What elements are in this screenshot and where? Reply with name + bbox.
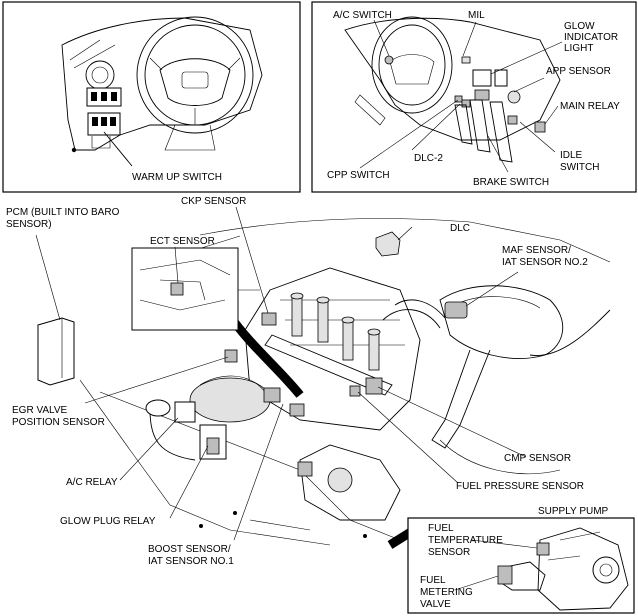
ckp-sensor-label: CKP SENSOR <box>181 196 246 207</box>
mil-label: MIL <box>468 10 485 21</box>
dlc2-label: DLC-2 <box>414 153 443 164</box>
supply-pump-inset: SUPPLY PUMP FUEL TEMPERATURE SENSOR FUEL… <box>407 506 635 614</box>
cmp-sensor-label: CMP SENSOR <box>504 453 571 464</box>
fuel-metering-label-2: METERING <box>420 587 473 598</box>
boost-sensor-label-2: IAT SENSOR NO.1 <box>148 556 234 567</box>
idle-switch-label-1: IDLE <box>560 150 583 161</box>
maf-sensor-label-1: MAF SENSOR/ <box>502 245 571 256</box>
brake-switch-label: BRAKE SWITCH <box>473 177 549 188</box>
idle-switch-label-2: SWITCH <box>560 162 599 173</box>
fuel-metering-label-1: FUEL <box>420 575 446 586</box>
pcm-label-1: PCM (BUILT INTO BARO <box>6 207 120 218</box>
warm-up-switch-panel: WARM UP SWITCH <box>2 1 301 193</box>
cabin-switches-panel: A/C SWITCH MIL GLOW INDICATOR LIGHT APP … <box>311 1 637 193</box>
maf-sensor-label-2: IAT SENSOR NO.2 <box>502 257 588 268</box>
fuel-temp-label-2: TEMPERATURE <box>428 535 503 546</box>
cpp-switch-label: CPP SWITCH <box>327 170 390 181</box>
main-relay-label: MAIN RELAY <box>560 101 620 112</box>
ac-relay-label: A/C RELAY <box>66 477 118 488</box>
pcm-label-2: SENSOR) <box>6 219 52 230</box>
ac-switch-label: A/C SWITCH <box>333 10 392 21</box>
fuel-temp-label-3: SENSOR <box>428 547 470 558</box>
ect-inset <box>131 247 260 331</box>
engine-bay-illustration: PCM (BUILT INTO BARO SENSOR) CKP SENSOR … <box>6 196 611 567</box>
fuel-temp-label-1: FUEL <box>428 523 454 534</box>
egr-sensor-label-1: EGR VALVE <box>12 405 68 416</box>
dlc-connector <box>375 231 401 257</box>
warm-up-switch-label: WARM UP SWITCH <box>132 172 222 183</box>
glow-indicator-label-1: GLOW <box>564 21 595 32</box>
app-sensor-label: APP SENSOR <box>546 66 611 77</box>
ect-sensor-label: ECT SENSOR <box>150 236 215 247</box>
fuel-metering-label-3: VALVE <box>420 599 451 610</box>
egr-sensor-label-2: POSITION SENSOR <box>12 417 105 428</box>
glow-plug-relay-label: GLOW PLUG RELAY <box>60 516 156 527</box>
fuel-pressure-sensor-label: FUEL PRESSURE SENSOR <box>456 481 584 492</box>
glow-indicator-label-3: LIGHT <box>564 43 593 54</box>
dlc-label: DLC <box>450 223 470 234</box>
supply-pump-label: SUPPLY PUMP <box>538 506 609 517</box>
glow-indicator-label-2: INDICATOR <box>564 32 618 43</box>
boost-sensor-label-1: BOOST SENSOR/ <box>148 544 231 555</box>
pcm-unit <box>37 317 75 386</box>
